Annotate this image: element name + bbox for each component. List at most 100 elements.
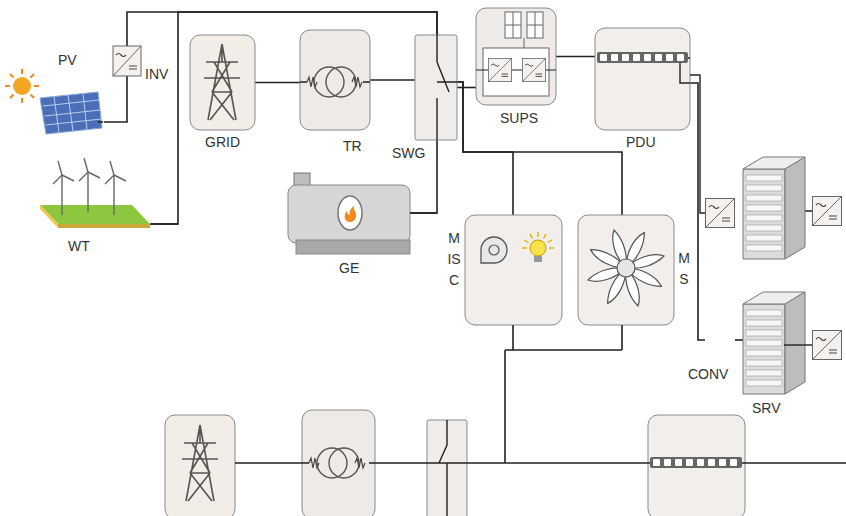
wind-turbines-part	[40, 205, 58, 228]
component-node: MS	[578, 215, 674, 325]
pdu-box-part-part	[644, 54, 651, 61]
misc-box-part	[481, 237, 507, 263]
component-label: SWG	[392, 145, 425, 162]
misc-box-part	[530, 240, 546, 256]
misc-box-part	[534, 256, 542, 262]
component-label: INV	[145, 66, 168, 83]
transformer-box-part	[314, 67, 344, 97]
misc-box-part-part	[530, 234, 533, 238]
misc-box-part	[465, 215, 562, 325]
pdu-box-part-part	[633, 54, 640, 61]
server-racks-part	[813, 331, 842, 360]
fan-box-part	[617, 259, 635, 277]
component-label: TR	[343, 138, 362, 155]
power-wire	[127, 12, 437, 46]
component-node: MISC	[465, 215, 562, 325]
pv-panel-part-part	[10, 74, 14, 78]
transformer-box-part	[307, 77, 317, 87]
pv-panel-part	[43, 94, 102, 133]
inverter-symbol-part	[113, 46, 141, 76]
misc-box	[465, 215, 562, 325]
component-node: TR	[300, 30, 370, 130]
grid-box-part	[190, 35, 255, 130]
second-feed-part	[648, 415, 745, 516]
pv-panel-part-part	[5, 85, 10, 87]
component-node: SWG	[415, 35, 457, 140]
pdu-box-part-part	[677, 54, 684, 61]
pdu-box-part-part	[655, 54, 662, 61]
component-label: GE	[339, 260, 359, 277]
second-feed-part-part	[719, 459, 726, 466]
component-node: INV	[113, 46, 141, 76]
generator-part	[338, 196, 362, 230]
misc-box-part	[489, 245, 499, 255]
server-racks-part	[784, 344, 812, 345]
misc-box-part-part	[537, 232, 538, 237]
second-feed	[165, 410, 846, 516]
second-feed-part	[650, 457, 742, 468]
pdu-box-part-part	[600, 54, 607, 61]
component-label: SUPS	[500, 110, 538, 127]
misc-box-part-part	[524, 240, 528, 243]
pv-panel-part	[98, 121, 103, 123]
server-racks	[690, 75, 842, 394]
pv-panel-part-part	[30, 94, 34, 98]
pv-panel-part-part	[21, 69, 23, 74]
generator	[288, 173, 437, 254]
component-label: GRID	[205, 134, 240, 151]
pv-panel	[5, 69, 103, 134]
wind-turbines-part	[40, 205, 150, 224]
pdu-box-part	[600, 54, 684, 61]
component-label: MS	[677, 248, 691, 290]
component-node: WT	[35, 160, 151, 260]
power-wire	[690, 83, 705, 340]
server-racks-part	[743, 292, 805, 394]
component-node: SUPS	[476, 8, 556, 105]
server-racks-part	[743, 157, 805, 259]
ups-box-part	[505, 12, 543, 52]
misc-box-part-part	[522, 247, 527, 248]
power-wire	[457, 87, 476, 89]
second-feed-part	[653, 459, 737, 466]
second-feed-part-part	[675, 459, 682, 466]
transformer-box	[300, 30, 370, 130]
fan-box-part	[588, 230, 664, 306]
ups-box-part	[522, 58, 545, 81]
second-feed-part	[302, 410, 375, 516]
second-feed-part-part	[686, 459, 693, 466]
second-feed-part	[165, 415, 235, 516]
pv-panel-part-part	[30, 74, 34, 78]
pdu-box-part	[680, 58, 690, 83]
pdu-box-part-part	[666, 54, 673, 61]
component-label: PDU	[626, 134, 656, 151]
wind-turbines-part-part	[53, 161, 74, 184]
fan-box	[578, 215, 674, 325]
generator-part	[345, 206, 357, 222]
server-racks-part	[813, 197, 842, 226]
misc-box-part-part	[544, 234, 547, 238]
grid-box-part	[204, 44, 240, 120]
pv-panel-part-part	[21, 98, 23, 103]
generator-part	[410, 212, 437, 214]
component-label: WT	[68, 238, 90, 255]
inverter-symbol-part	[116, 54, 126, 57]
power-wire	[104, 76, 127, 122]
second-feed-part	[309, 458, 365, 468]
inverter-symbol-part	[129, 66, 137, 69]
switchgear-box-part	[415, 35, 457, 140]
wind-turbines	[40, 158, 178, 228]
component-node: SRV	[743, 292, 805, 395]
wind-turbines-part	[150, 223, 178, 225]
ups-box-part	[483, 48, 549, 96]
pv-panel-part	[13, 77, 31, 95]
component-node: PV	[8, 52, 104, 136]
power-wire	[255, 82, 300, 84]
component-node: PDU	[595, 28, 690, 130]
second-feed-part	[427, 420, 467, 516]
wind-turbines-part	[58, 224, 150, 228]
pdu-box-part-part	[611, 54, 618, 61]
misc-box-part-part	[549, 247, 554, 248]
wind-turbines-part-part	[113, 175, 114, 215]
component-node: CONV	[705, 325, 735, 355]
